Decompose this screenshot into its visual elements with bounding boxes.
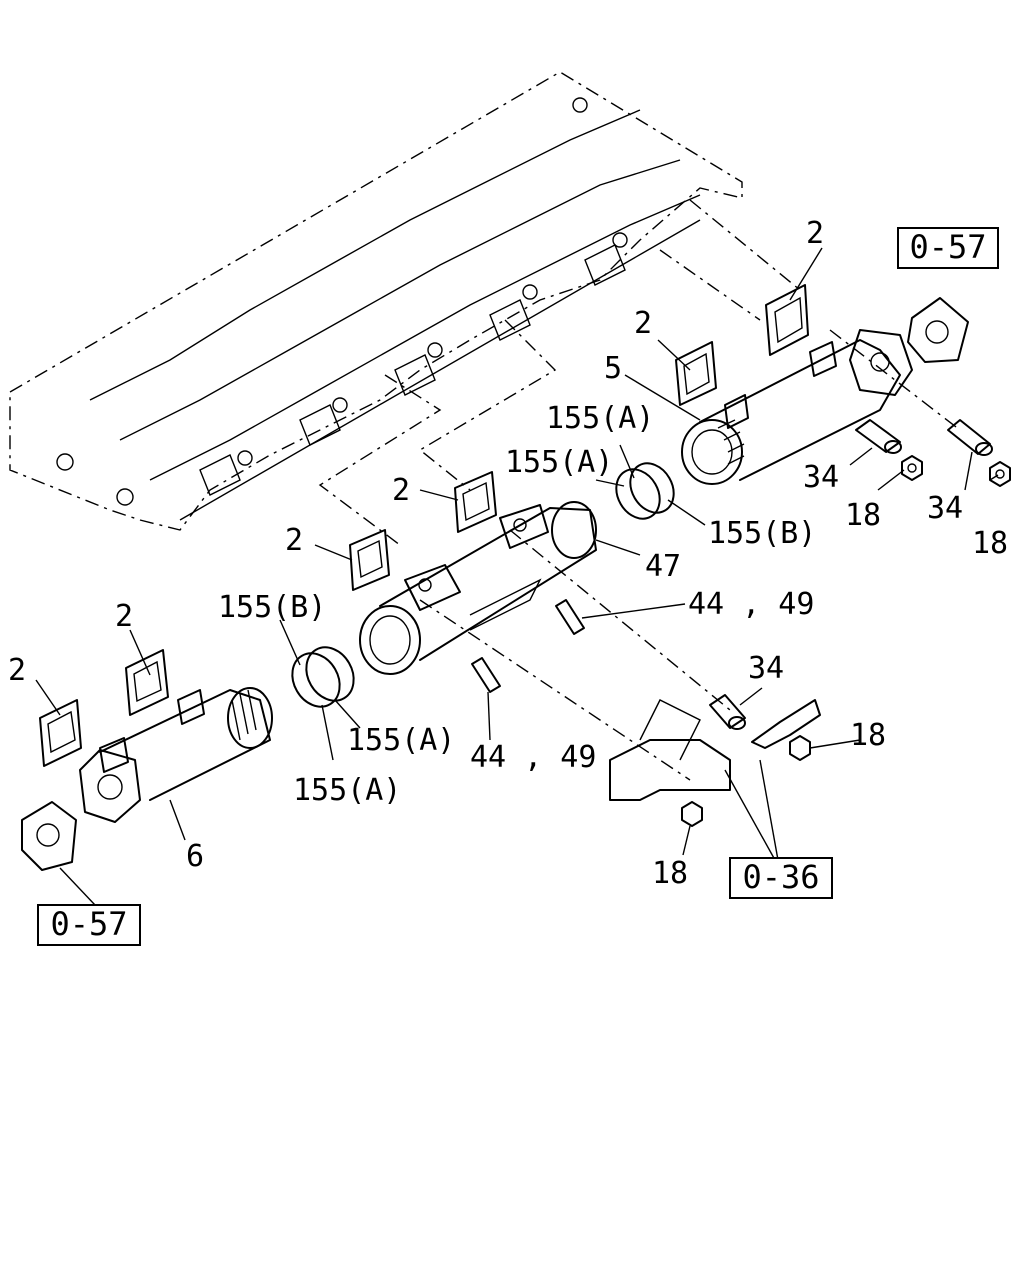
- callout-2: 2: [8, 653, 26, 688]
- bracket-0-36: [609, 699, 821, 801]
- callout-2: 2: [806, 216, 824, 251]
- flange-gasket-top: [907, 297, 969, 363]
- gasket-2-a: [765, 284, 809, 356]
- callout-44-49: 44 , 49: [688, 587, 814, 622]
- ref-box-top-right: 0-57: [897, 227, 999, 269]
- ref-box-bottom-left: 0-57: [37, 904, 141, 946]
- callout-34: 34: [748, 651, 784, 686]
- leader-lines: [35, 247, 999, 906]
- gasket-2-e: [125, 649, 169, 716]
- callout-5: 5: [604, 351, 622, 386]
- callout-155a: 155(A): [347, 723, 455, 758]
- flange-gasket-bottom: [21, 801, 77, 871]
- callout-2: 2: [392, 473, 410, 508]
- callout-6: 6: [186, 839, 204, 874]
- callout-18: 18: [845, 498, 881, 533]
- callout-18: 18: [652, 856, 688, 891]
- callout-155a: 155(A): [546, 401, 654, 436]
- ring-155-upper: [615, 462, 675, 520]
- nut-18-c: [789, 735, 811, 761]
- callout-34: 34: [927, 491, 963, 526]
- nut-18-a: [901, 455, 923, 481]
- callout-34: 34: [803, 460, 839, 495]
- bushing-34-a: [855, 419, 902, 454]
- center-pipe-47: [359, 501, 597, 675]
- callout-2: 2: [634, 306, 652, 341]
- callout-44-49: 44 , 49: [470, 740, 596, 775]
- pipe-5: [681, 329, 913, 485]
- callout-18: 18: [850, 718, 886, 753]
- callout-155a: 155(A): [505, 445, 613, 480]
- callout-18: 18: [972, 526, 1008, 561]
- nut-18-d: [681, 801, 703, 827]
- nut-18-b: [989, 461, 1011, 487]
- pipe-6: [79, 687, 273, 823]
- callout-155a: 155(A): [293, 773, 401, 808]
- gasket-2-b: [675, 341, 717, 406]
- bolt-44-49-b: [471, 657, 501, 693]
- guide-lines: [318, 199, 961, 781]
- svg-text:0-57: 0-57: [50, 905, 127, 943]
- bushing-34-b: [947, 419, 993, 456]
- gasket-2-d: [349, 529, 390, 591]
- bushing-34-c: [709, 694, 746, 730]
- cylinder-head-outline: [9, 71, 743, 531]
- callout-2: 2: [115, 599, 133, 634]
- ring-155-lower: [291, 646, 355, 708]
- bolt-44-49-a: [555, 599, 585, 635]
- callout-47: 47: [645, 549, 681, 584]
- gasket-2-c: [454, 471, 497, 533]
- ref-box-bottom-mid: 0-36: [729, 857, 833, 899]
- svg-text:0-57: 0-57: [909, 228, 986, 266]
- callout-155b: 155(B): [218, 590, 326, 625]
- svg-text:0-36: 0-36: [742, 858, 819, 896]
- callout-2: 2: [285, 523, 303, 558]
- callout-labels: 2 2 5 155(A) 155(A) 155(B) 34 18 34 18 2…: [8, 216, 1008, 891]
- gasket-2-f: [39, 699, 82, 767]
- callout-155b: 155(B): [708, 516, 816, 551]
